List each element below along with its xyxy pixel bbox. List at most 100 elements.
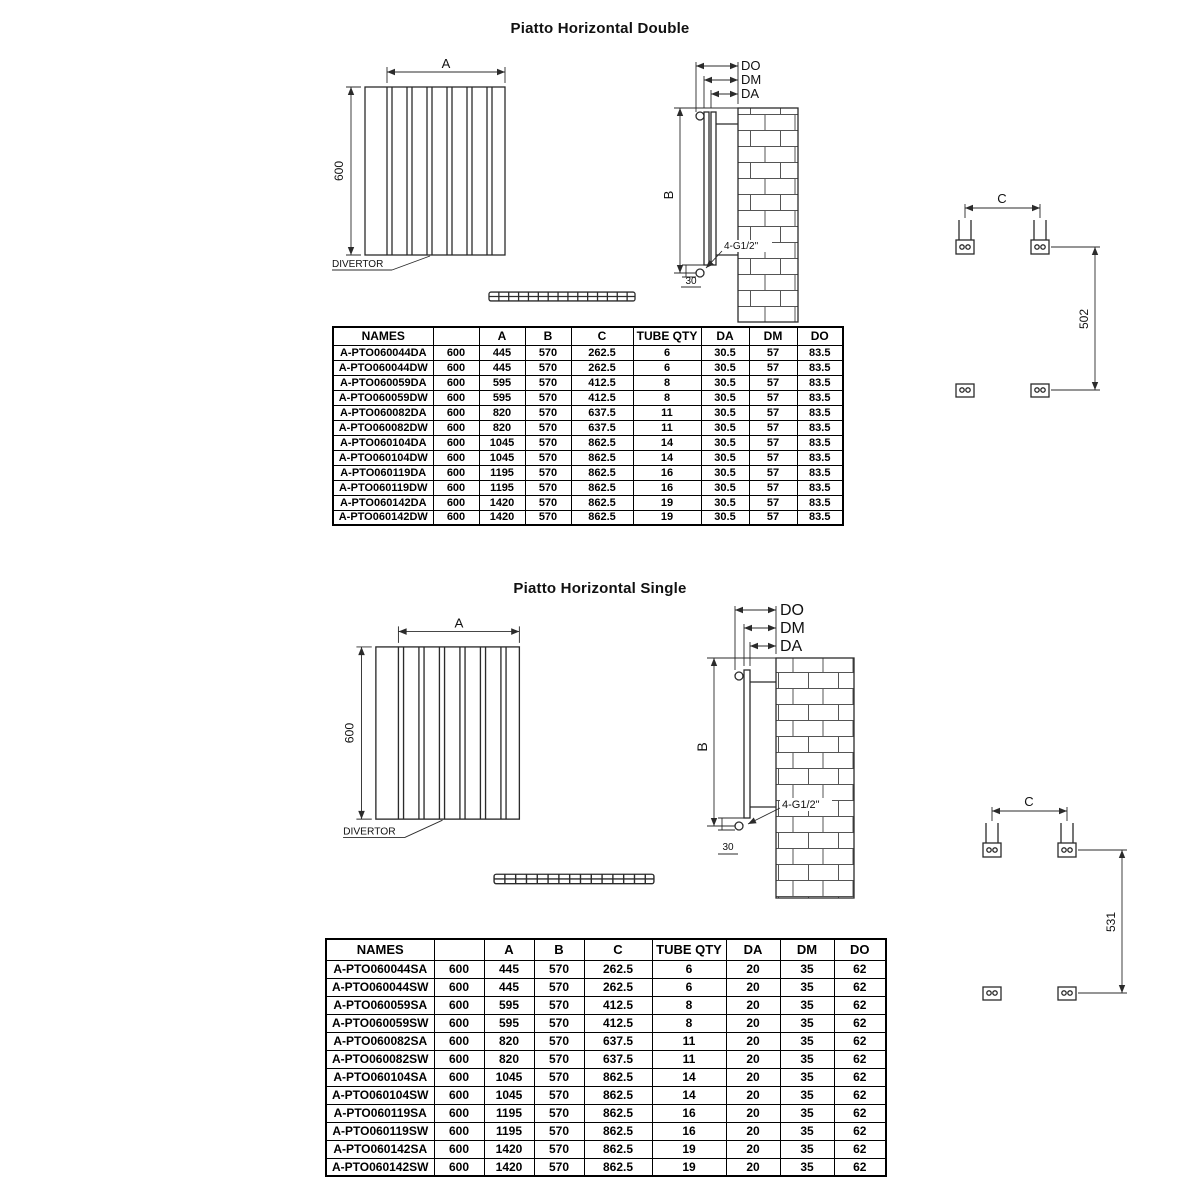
table-cell: 1195 [478, 464, 526, 481]
table-cell: 20 [725, 1013, 781, 1033]
table-cell: 1420 [483, 1139, 535, 1159]
col-header-do: DO [833, 938, 887, 961]
col-header-names: NAMES [332, 326, 434, 346]
table-cell: 1045 [478, 434, 526, 451]
table-cell: 1420 [478, 494, 526, 511]
table-cell: 600 [432, 479, 480, 496]
table-cell: 30.5 [700, 494, 750, 511]
table-cell: 30.5 [700, 404, 750, 421]
table-cell: A-PTO060059SW [325, 1013, 435, 1033]
table-cell: 83.5 [796, 479, 844, 496]
table-cell: 20 [725, 1139, 781, 1159]
table-cell: 570 [533, 1157, 585, 1177]
front-view-drawing-single: A 600 DIVERTOR [342, 615, 521, 839]
table-cell: 1045 [478, 449, 526, 466]
table-cell: 83.5 [796, 464, 844, 481]
dim-da-label: DA [780, 638, 803, 655]
table-cell: 862.5 [570, 449, 634, 466]
table-cell: 570 [524, 404, 572, 421]
table-cell: 83.5 [796, 509, 844, 526]
table-cell: 262.5 [583, 977, 653, 997]
thread-size-label: 4-G1/2" [724, 241, 759, 252]
table-cell: A-PTO060082DA [332, 404, 434, 421]
table-cell: 637.5 [570, 404, 634, 421]
table-cell: 570 [524, 419, 572, 436]
col-header-c: C [583, 938, 653, 961]
table-cell: 35 [779, 1013, 835, 1033]
table-cell: 62 [833, 1049, 887, 1069]
table-cell: 1420 [483, 1157, 535, 1177]
table-header-row: NAMES A B C TUBE QTY DA DM DO [325, 938, 887, 961]
table-cell: 820 [478, 404, 526, 421]
top-view-drawing-double [488, 291, 636, 302]
table-cell: 862.5 [570, 479, 634, 496]
table-cell: 637.5 [583, 1031, 653, 1051]
col-header-dm: DM [779, 938, 835, 961]
table-cell: 570 [524, 479, 572, 496]
table-cell: 20 [725, 959, 781, 979]
table-cell: 570 [524, 464, 572, 481]
panel-top-profile [488, 291, 636, 302]
table-cell: 35 [779, 1157, 835, 1177]
table-cell: 30.5 [700, 479, 750, 496]
table-cell: 30.5 [700, 374, 750, 391]
thread-label-bg [722, 240, 772, 252]
table-cell: 570 [524, 434, 572, 451]
top-view-drawing-single [493, 873, 655, 885]
table-cell: 570 [533, 977, 585, 997]
table-cell: 57 [748, 359, 798, 376]
table-cell: 20 [725, 995, 781, 1015]
col-header-height [433, 938, 485, 961]
table-cell: A-PTO060119SA [325, 1103, 435, 1123]
table-cell: A-PTO060119SW [325, 1121, 435, 1141]
table-cell: 600 [432, 509, 480, 526]
table-cell: 570 [533, 995, 585, 1015]
table-cell: 62 [833, 1139, 887, 1159]
table-cell: 595 [483, 1013, 535, 1033]
table-cell: 83.5 [796, 389, 844, 406]
table-cell: 62 [833, 995, 887, 1015]
table-cell: 6 [651, 959, 727, 979]
table-cell: 30.5 [700, 344, 750, 361]
table-header-row: NAMES A B C TUBE QTY DA DM DO [332, 326, 844, 346]
table-cell: 445 [483, 977, 535, 997]
table-cell: 1420 [478, 509, 526, 526]
table-cell: 600 [432, 359, 480, 376]
dimension-lines [991, 807, 1127, 994]
table-cell: 1045 [483, 1067, 535, 1087]
col-header-da: DA [725, 938, 781, 961]
table-cell: 30.5 [700, 464, 750, 481]
table-cell: A-PTO060082DW [332, 419, 434, 436]
table-cell: 600 [433, 1139, 485, 1159]
table-cell: 6 [632, 359, 702, 376]
table-cell: 570 [533, 1139, 585, 1159]
table-cell: 20 [725, 1085, 781, 1105]
table-cell: A-PTO060044DW [332, 359, 434, 376]
dim-da-label: DA [741, 86, 759, 101]
table-cell: 8 [651, 995, 727, 1015]
table-cell: 57 [748, 494, 798, 511]
table-cell: 445 [478, 344, 526, 361]
table-cell: 57 [748, 374, 798, 391]
table-cell: 35 [779, 1031, 835, 1051]
table-cell: 14 [651, 1085, 727, 1105]
table-cell: 20 [725, 977, 781, 997]
thread-leader [747, 807, 781, 825]
table-cell: 862.5 [583, 1103, 653, 1123]
table-cell: 16 [632, 464, 702, 481]
table-cell: 11 [651, 1049, 727, 1069]
col-header-c: C [570, 326, 634, 346]
table-cell: 35 [779, 1103, 835, 1123]
table-cell: 570 [524, 509, 572, 526]
thread-leader [705, 250, 723, 269]
bracket-view-drawing-double: C 502 [955, 191, 1100, 398]
table-cell: A-PTO060044DA [332, 344, 434, 361]
